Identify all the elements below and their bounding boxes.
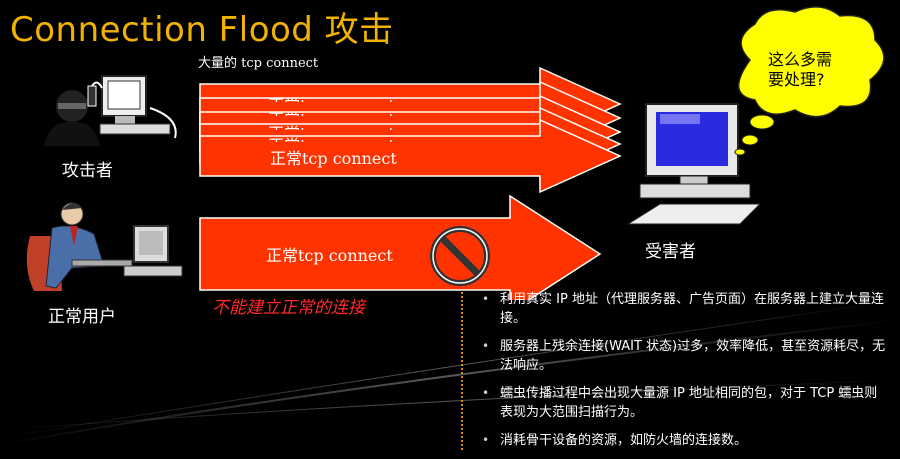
bullet-item: •蠕虫传播过程中会出现大量源 IP 地址相同的包，对于 TCP 蠕虫则表现为大范… xyxy=(482,386,878,420)
bullet-dot-icon: • xyxy=(482,386,490,400)
arrow-label-4: 正常tcp connect xyxy=(268,132,395,142)
connection-failed-text: 不能建立正常的连接 xyxy=(212,298,365,318)
bullet-item: •利用真实 IP 地址（代理服务器、广告页面）在服务器上建立大量连接。 xyxy=(482,292,884,326)
bullet-item: •服务器上残余连接(WAIT 状态)过多，效率降低，甚至资源耗尽，无法响应。 xyxy=(482,339,886,373)
thought-bubble-text: 这么多需 要处理? xyxy=(768,50,858,90)
arrow-label-5: 正常tcp connect xyxy=(270,149,397,168)
normal-arrow-label: 正常tcp connect xyxy=(266,246,393,265)
hacker-at-computer-icon xyxy=(44,75,177,146)
bullet-dot-icon: • xyxy=(482,339,490,353)
victim-label: 受害者 xyxy=(645,242,696,262)
attacker-label: 攻击者 xyxy=(62,161,113,181)
bubble-line-2: 要处理? xyxy=(768,70,825,89)
normal-arrow xyxy=(199,194,602,300)
arrow-label-3: 正常tcp connect xyxy=(268,120,395,130)
bullet-item: •消耗骨干设备的资源，如防火墙的连接数。 xyxy=(482,433,748,448)
arrow-label-2: 正常tcp connect xyxy=(268,106,395,116)
businessman-at-computer-icon xyxy=(26,202,183,291)
bullet-dot-icon: • xyxy=(482,433,490,447)
desktop-computer-icon xyxy=(626,103,762,225)
subtitle-bulk-connect: 大量的 tcp connect xyxy=(198,56,319,71)
bubble-line-1: 这么多需 xyxy=(768,50,833,69)
attack-arrows xyxy=(199,66,622,300)
section-divider xyxy=(461,292,463,450)
thought-bubble xyxy=(734,6,885,156)
bullet-dot-icon: • xyxy=(482,292,490,306)
bullet-list: •利用真实 IP 地址（代理服务器、广告页面）在服务器上建立大量连接。 •服务器… xyxy=(480,290,890,459)
arrow-label-1: 正常tcp connect xyxy=(268,92,395,102)
slide-title: Connection Flood 攻击 xyxy=(10,10,394,50)
normal-user-label: 正常用户 xyxy=(48,307,116,327)
attack-arrow-5 xyxy=(199,118,622,194)
no-entry-sign-icon xyxy=(430,226,490,286)
